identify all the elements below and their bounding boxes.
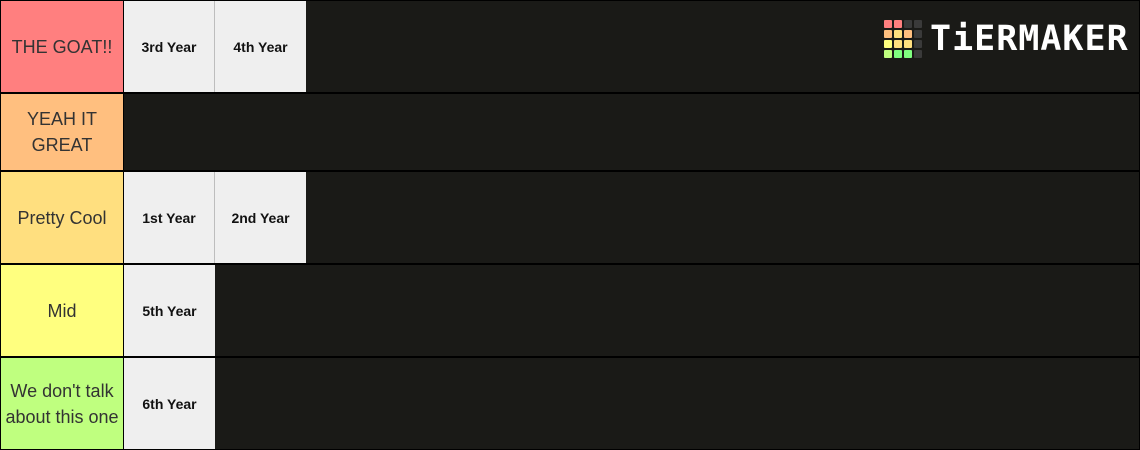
- tier-row: THE GOAT!! 3rd Year 4th Year: [1, 1, 1139, 92]
- tier-items[interactable]: 3rd Year 4th Year: [124, 1, 1139, 92]
- logo-cell: [894, 40, 902, 48]
- logo-cell: [904, 40, 912, 48]
- tier-item[interactable]: 5th Year: [124, 265, 215, 356]
- tiermaker-grid-icon: [884, 20, 922, 58]
- logo-cell: [884, 50, 892, 58]
- tier-item[interactable]: 3rd Year: [124, 1, 215, 92]
- tier-label[interactable]: We don't talk about this one: [1, 358, 124, 449]
- tier-row: Mid 5th Year: [1, 265, 1139, 356]
- tier-item[interactable]: 6th Year: [124, 358, 215, 449]
- tier-row: Pretty Cool 1st Year 2nd Year: [1, 172, 1139, 263]
- tier-item[interactable]: 4th Year: [215, 1, 306, 92]
- tier-row: We don't talk about this one 6th Year: [1, 358, 1139, 449]
- logo-cell: [914, 40, 922, 48]
- tier-item[interactable]: 1st Year: [124, 172, 215, 263]
- tiermaker-logo: TiERMAKER: [884, 19, 1129, 59]
- tier-label[interactable]: YEAH IT GREAT: [1, 94, 124, 170]
- logo-cell: [904, 50, 912, 58]
- logo-cell: [894, 50, 902, 58]
- logo-cell: [904, 20, 912, 28]
- logo-cell: [904, 30, 912, 38]
- tier-items[interactable]: 6th Year: [124, 358, 1139, 449]
- logo-cell: [884, 40, 892, 48]
- logo-wordmark: TiERMAKER: [930, 19, 1129, 59]
- logo-cell: [894, 30, 902, 38]
- logo-cell: [884, 20, 892, 28]
- tier-items[interactable]: [124, 94, 1139, 170]
- tier-label[interactable]: Pretty Cool: [1, 172, 124, 263]
- tier-label[interactable]: Mid: [1, 265, 124, 356]
- tier-items[interactable]: 5th Year: [124, 265, 1139, 356]
- tier-label[interactable]: THE GOAT!!: [1, 1, 124, 92]
- logo-cell: [884, 30, 892, 38]
- tier-row: YEAH IT GREAT: [1, 94, 1139, 170]
- logo-cell: [914, 50, 922, 58]
- logo-cell: [914, 30, 922, 38]
- logo-cell: [914, 20, 922, 28]
- tier-items[interactable]: 1st Year 2nd Year: [124, 172, 1139, 263]
- logo-cell: [894, 20, 902, 28]
- tier-item[interactable]: 2nd Year: [215, 172, 306, 263]
